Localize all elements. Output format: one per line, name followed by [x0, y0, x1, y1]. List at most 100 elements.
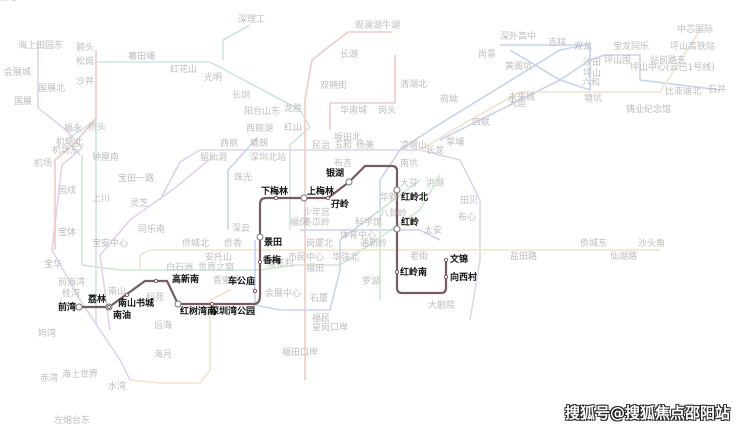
station-marker[interactable]: [124, 292, 130, 298]
faded-station-label: 坂田北: [334, 132, 361, 143]
station-marker[interactable]: [153, 278, 159, 284]
faded-station-label: 水湾: [108, 380, 126, 392]
faded-station-label: 沙井: [76, 75, 94, 87]
faded-station-label: 松岗: [76, 55, 94, 67]
highlighted-station-label[interactable]: 南油: [113, 309, 131, 321]
station-marker[interactable]: [273, 195, 279, 201]
faded-station-label: 留仙洞: [200, 151, 227, 163]
faded-metro-line: [139, 249, 660, 270]
faded-station-label: 固戍: [58, 184, 76, 196]
faded-station-label: 沙头角: [638, 237, 665, 249]
faded-station-label: 阳台山东: [244, 105, 280, 117]
highlighted-station-label[interactable]: 下梅林: [261, 185, 289, 197]
faded-station-label: 福田: [306, 262, 324, 274]
faded-station-label: 长龙: [426, 144, 444, 156]
faded-station-label: 沙田: [583, 57, 601, 68]
station-marker[interactable]: [443, 257, 449, 263]
faded-station-label: 大芬: [400, 177, 418, 189]
faded-station-label: 冬瓜岭: [303, 216, 330, 228]
faded-station-label: 左炮台东: [54, 414, 90, 426]
highlighted-station-label[interactable]: 南山书城: [118, 297, 154, 309]
highlighted-station-label[interactable]: 银湖: [326, 167, 344, 179]
station-marker[interactable]: [394, 269, 400, 275]
faded-station-label: 会展中心: [265, 287, 301, 299]
faded-station-label: 大剧院: [428, 299, 455, 311]
faded-station-label: 田贝: [460, 195, 478, 206]
highlighted-route-line: [79, 164, 448, 309]
interchange-station-marker[interactable]: [300, 194, 308, 202]
highlighted-station-label[interactable]: 高新南: [172, 273, 199, 285]
faded-station-label: 侨城东: [580, 237, 607, 249]
faded-station-label: 红花山: [170, 63, 197, 75]
faded-station-label: 岗厦北: [306, 238, 333, 249]
interchange-station-marker[interactable]: [393, 225, 401, 233]
highlighted-station-label[interactable]: 红岭: [401, 216, 419, 228]
faded-station-label: 深圳北站: [250, 151, 286, 163]
faded-station-label: 石厦: [310, 293, 328, 304]
faded-station-label: 科学馆: [355, 216, 382, 228]
highlighted-station-label[interactable]: 前湾: [58, 301, 76, 313]
faded-station-label: 清湖北: [400, 78, 427, 90]
highlighted-station-label[interactable]: 红树湾南: [180, 305, 216, 317]
faded-station-label: 龙胜: [284, 102, 302, 114]
faded-station-label: 皇岗口岸: [312, 321, 348, 333]
faded-metro-line: [129, 289, 231, 384]
highlighted-station-label[interactable]: 香梅: [262, 254, 281, 266]
faded-metro-line: [81, 155, 441, 271]
faded-station-label: 田心: [0, 0, 18, 3]
faded-station-label: 大运: [508, 97, 526, 109]
faded-station-label: 碧头: [76, 41, 94, 53]
faded-station-label: 洪湖: [426, 177, 444, 189]
highlighted-station-label[interactable]: 孖岭: [331, 198, 349, 210]
faded-station-label: 八卦岭: [380, 207, 407, 219]
faded-station-label: 华强北: [332, 251, 359, 263]
highlighted-station-label[interactable]: 车公庙: [228, 275, 255, 287]
faded-station-label: 珠光: [234, 171, 252, 183]
interchange-station-marker[interactable]: [174, 300, 182, 308]
faded-station-label: 桥头: [88, 121, 106, 133]
faded-station-label: 宝安中心: [92, 237, 128, 249]
station-marker[interactable]: [325, 195, 331, 201]
highlighted-station-label[interactable]: 上梅林: [307, 185, 335, 197]
faded-station-label: 站前路东: [650, 54, 686, 66]
faded-metro-line: [99, 154, 216, 331]
faded-station-label: 华南城: [340, 104, 367, 116]
faded-station-label: 福永: [64, 122, 82, 134]
highlighted-station-label[interactable]: 文锦: [449, 253, 468, 265]
highlighted-station-label[interactable]: 景田: [264, 237, 282, 248]
faded-metro-line: [254, 44, 586, 311]
highlighted-station-label[interactable]: 深圳湾公园: [210, 305, 255, 317]
station-marker[interactable]: [257, 259, 263, 265]
highlighted-station-label[interactable]: 荔林: [87, 293, 107, 305]
faded-station-label: 布心: [458, 211, 476, 223]
faded-station-label: 老街: [410, 250, 428, 262]
faded-station-label: 荷坳: [440, 93, 458, 105]
highlighted-station-label[interactable]: 红岭北: [401, 191, 428, 203]
faded-station-label: 灵芝: [130, 197, 148, 209]
faded-lines: [37, 24, 721, 384]
faded-station-label: 机场: [34, 157, 52, 169]
faded-station-label: 上川: [92, 193, 110, 204]
station-marker[interactable]: [209, 301, 215, 307]
station-marker[interactable]: [106, 304, 112, 310]
faded-station-label: 尚景: [478, 48, 496, 60]
interchange-station-marker[interactable]: [75, 303, 83, 311]
faded-station-label: 体育中心: [340, 229, 376, 241]
faded-station-label: 莲花村: [267, 257, 294, 269]
highlighted-station-label[interactable]: 红岭南: [400, 266, 427, 278]
faded-station-label: 西丽: [220, 138, 238, 149]
station-marker[interactable]: [252, 288, 258, 294]
interchange-station-marker[interactable]: [345, 178, 353, 186]
station-marker[interactable]: [443, 274, 449, 280]
faded-station-label: 安托山: [205, 251, 232, 263]
faded-station-label: 黄阁坑: [505, 60, 532, 72]
interchange-station-marker[interactable]: [393, 186, 401, 194]
interchange-station-marker[interactable]: [256, 233, 264, 241]
faded-station-label: 香蜜湖: [213, 274, 240, 286]
faded-station-label: 凉帽山: [400, 139, 427, 151]
faded-station-label: 深理工: [238, 14, 265, 25]
highlighted-station-label[interactable]: 向西村: [450, 271, 477, 283]
faded-station-label: 机场东: [52, 144, 79, 156]
